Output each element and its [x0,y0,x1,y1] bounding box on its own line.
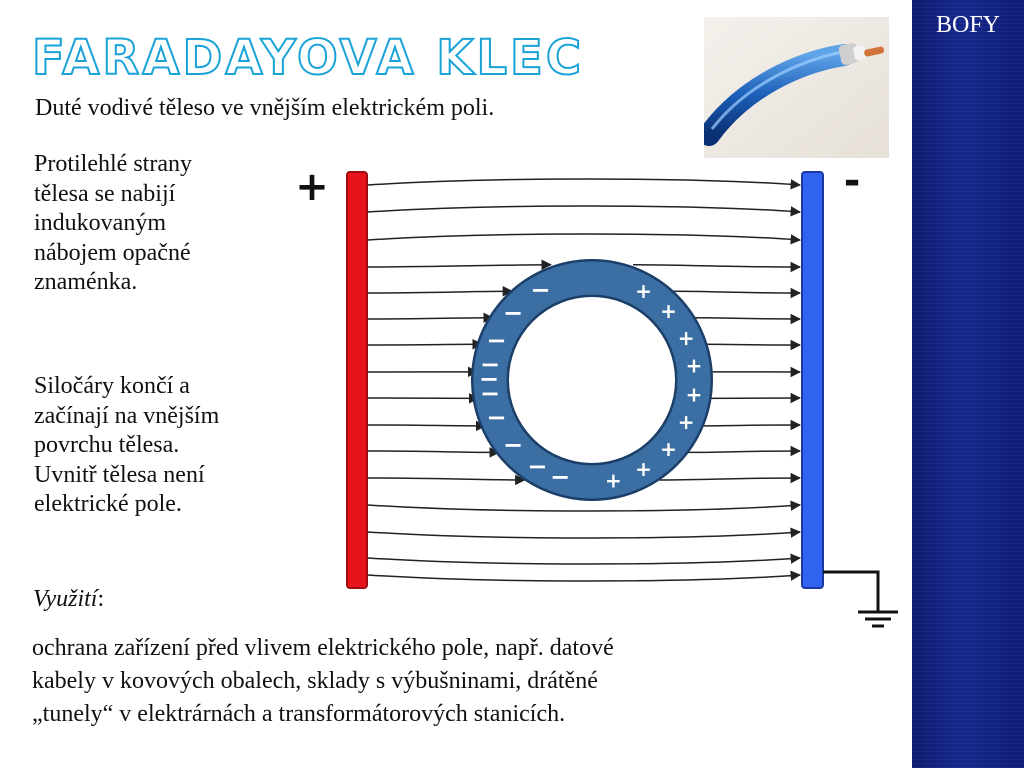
field-line [367,500,802,512]
use-line: „tunely“ v elektrárnách a transformátoro… [32,701,566,727]
positive-charge: + [635,457,652,481]
field-line [659,472,802,484]
negative-charge: − [503,299,523,327]
positive-charge: + [686,382,703,406]
field-line [367,527,802,539]
field-line [367,233,802,245]
field-lines [367,178,802,582]
field-line [367,286,514,297]
field-line [633,261,802,273]
brand-label: BOFY [935,12,1001,38]
slide-title: FARADAYOVA KLEC [31,29,585,87]
positive-plate-sign: + [295,164,329,210]
positive-charge: + [605,469,622,493]
field-line [367,474,526,486]
field-line [702,339,802,351]
negative-plate [801,171,824,589]
field-line [367,205,802,217]
intro-paragraph: Duté vodivé těleso ve vnějším elektrické… [35,95,495,121]
use-heading: Využití: [33,586,104,613]
charge-line: indukovaným [34,210,166,236]
charge-line: Protilehlé strany [34,151,192,177]
induced-charges: −−−−−−−−−−+++++++++ [479,276,702,493]
ground-symbol [823,570,898,628]
negative-charge: − [479,365,499,393]
field-paragraph: Siločáry končí a začínají na vnějším pov… [34,372,219,520]
negative-charge: − [486,326,506,354]
field-line [367,339,484,350]
use-line: kabely v kovových obalech, sklady s výbu… [32,668,598,694]
field-line [671,287,802,299]
negative-charge: − [550,463,570,491]
charge-line: nábojem opačné [34,239,191,266]
positive-charge: + [678,326,695,350]
use-line: ochrana zařízení před vlivem elektrickéh… [32,635,614,661]
positive-plate [346,171,368,589]
negative-charge: − [486,404,506,432]
field-line [367,447,500,458]
charge-line: znaménka. [34,269,138,295]
field-line [367,312,494,324]
field-line [367,553,802,565]
field-line [691,313,802,325]
use-heading-text: Využití [33,586,98,612]
field-line [367,570,802,582]
charge-paragraph: Protilehlé strany tělesa se nabijí induk… [34,150,192,298]
field-line: Siločáry končí a [34,373,190,399]
field-line [685,445,802,457]
negative-charge: − [480,379,500,407]
positive-charge: + [635,279,652,303]
charge-line: tělesa se nabijí [34,180,176,207]
negative-charge: − [527,452,547,480]
negative-charge: − [530,276,550,304]
right-sidebar: BOFY [912,0,1024,768]
use-heading-colon: : [97,586,105,612]
field-line: elektrické pole. [34,491,182,517]
positive-charge: + [686,354,703,378]
field-line [698,419,802,431]
hollow-conductor-ring-fill [473,261,711,499]
positive-charge: + [660,437,677,461]
negative-charge: − [503,431,523,459]
faraday-cage-diagram: −−−−−−−−−−+++++++++ + - [295,160,898,628]
field-line [367,259,552,270]
field-line: začínají na vnějším [34,402,220,429]
field-line [367,178,802,190]
use-paragraph: ochrana zařízení před vlivem elektrickéh… [32,632,892,731]
negative-plate-sign: - [844,160,861,204]
field-line: Uvnitř tělesa není [34,461,205,488]
positive-charge: + [660,299,677,323]
coax-cable-image [704,17,889,158]
negative-charge: − [480,351,500,379]
field-line: povrchu tělesa. [34,432,180,458]
positive-charge: + [678,410,695,434]
field-line [367,420,487,432]
